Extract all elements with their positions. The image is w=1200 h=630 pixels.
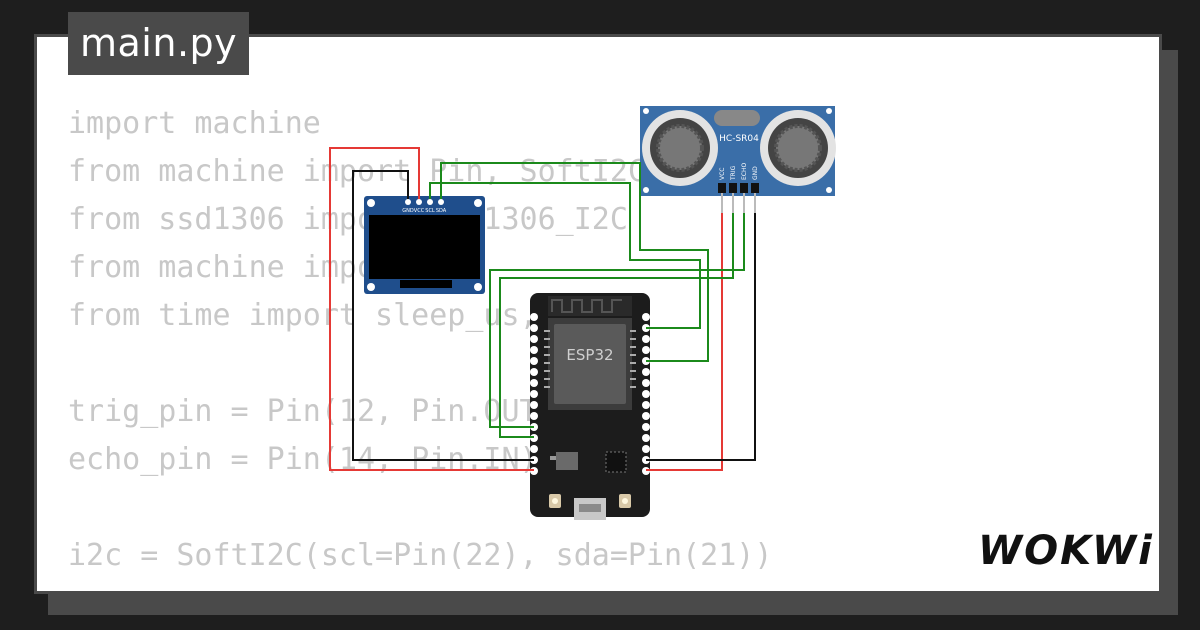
wire-sensor-trig[interactable] bbox=[499, 213, 734, 438]
code-line: from ssd1306 import SSD1306_I2C bbox=[68, 202, 628, 237]
oled-pin-label: VCC bbox=[414, 208, 425, 214]
sensor-pin-label: ECHO bbox=[741, 163, 748, 180]
ultrasonic-sensor[interactable]: HC-SR04 VCC TRIG ECHO GND bbox=[640, 106, 836, 213]
wires bbox=[329, 147, 756, 471]
esp32-board[interactable]: ESP32 bbox=[530, 293, 650, 520]
wire-sensor-echo[interactable] bbox=[489, 213, 745, 428]
sensor-model-label: HC-SR04 bbox=[719, 134, 759, 144]
code-line: i2c = SoftI2C(scl=Pin(22), sda=Pin(21)) bbox=[68, 538, 773, 573]
transducer-left bbox=[642, 110, 718, 186]
sensor-pin-label: TRIG bbox=[730, 165, 737, 181]
oled-pin-label: SCL bbox=[425, 208, 435, 214]
wire-oled-gnd[interactable] bbox=[352, 170, 534, 461]
oled-display[interactable]: GND VCC SCL SDA bbox=[364, 196, 485, 294]
file-tab[interactable]: main.py bbox=[68, 12, 250, 75]
esp32-chip-label: ESP32 bbox=[566, 346, 613, 364]
wire-oled-sda[interactable] bbox=[440, 162, 709, 362]
wire-sensor-gnd[interactable] bbox=[646, 213, 756, 461]
sensor-pin-label: VCC bbox=[719, 168, 726, 180]
sensor-pin-label: GND bbox=[752, 166, 759, 180]
transducer-right bbox=[760, 110, 836, 186]
code-line: import machine bbox=[68, 106, 321, 141]
oled-pin-label: SDA bbox=[436, 208, 447, 214]
wire-oled-vcc[interactable] bbox=[329, 147, 534, 471]
wire-oled-scl[interactable] bbox=[429, 182, 701, 329]
wire-sensor-vcc[interactable] bbox=[646, 213, 723, 471]
oled-pin-label: GND bbox=[402, 208, 414, 214]
wokwi-logo: WOKWi bbox=[978, 528, 1154, 574]
